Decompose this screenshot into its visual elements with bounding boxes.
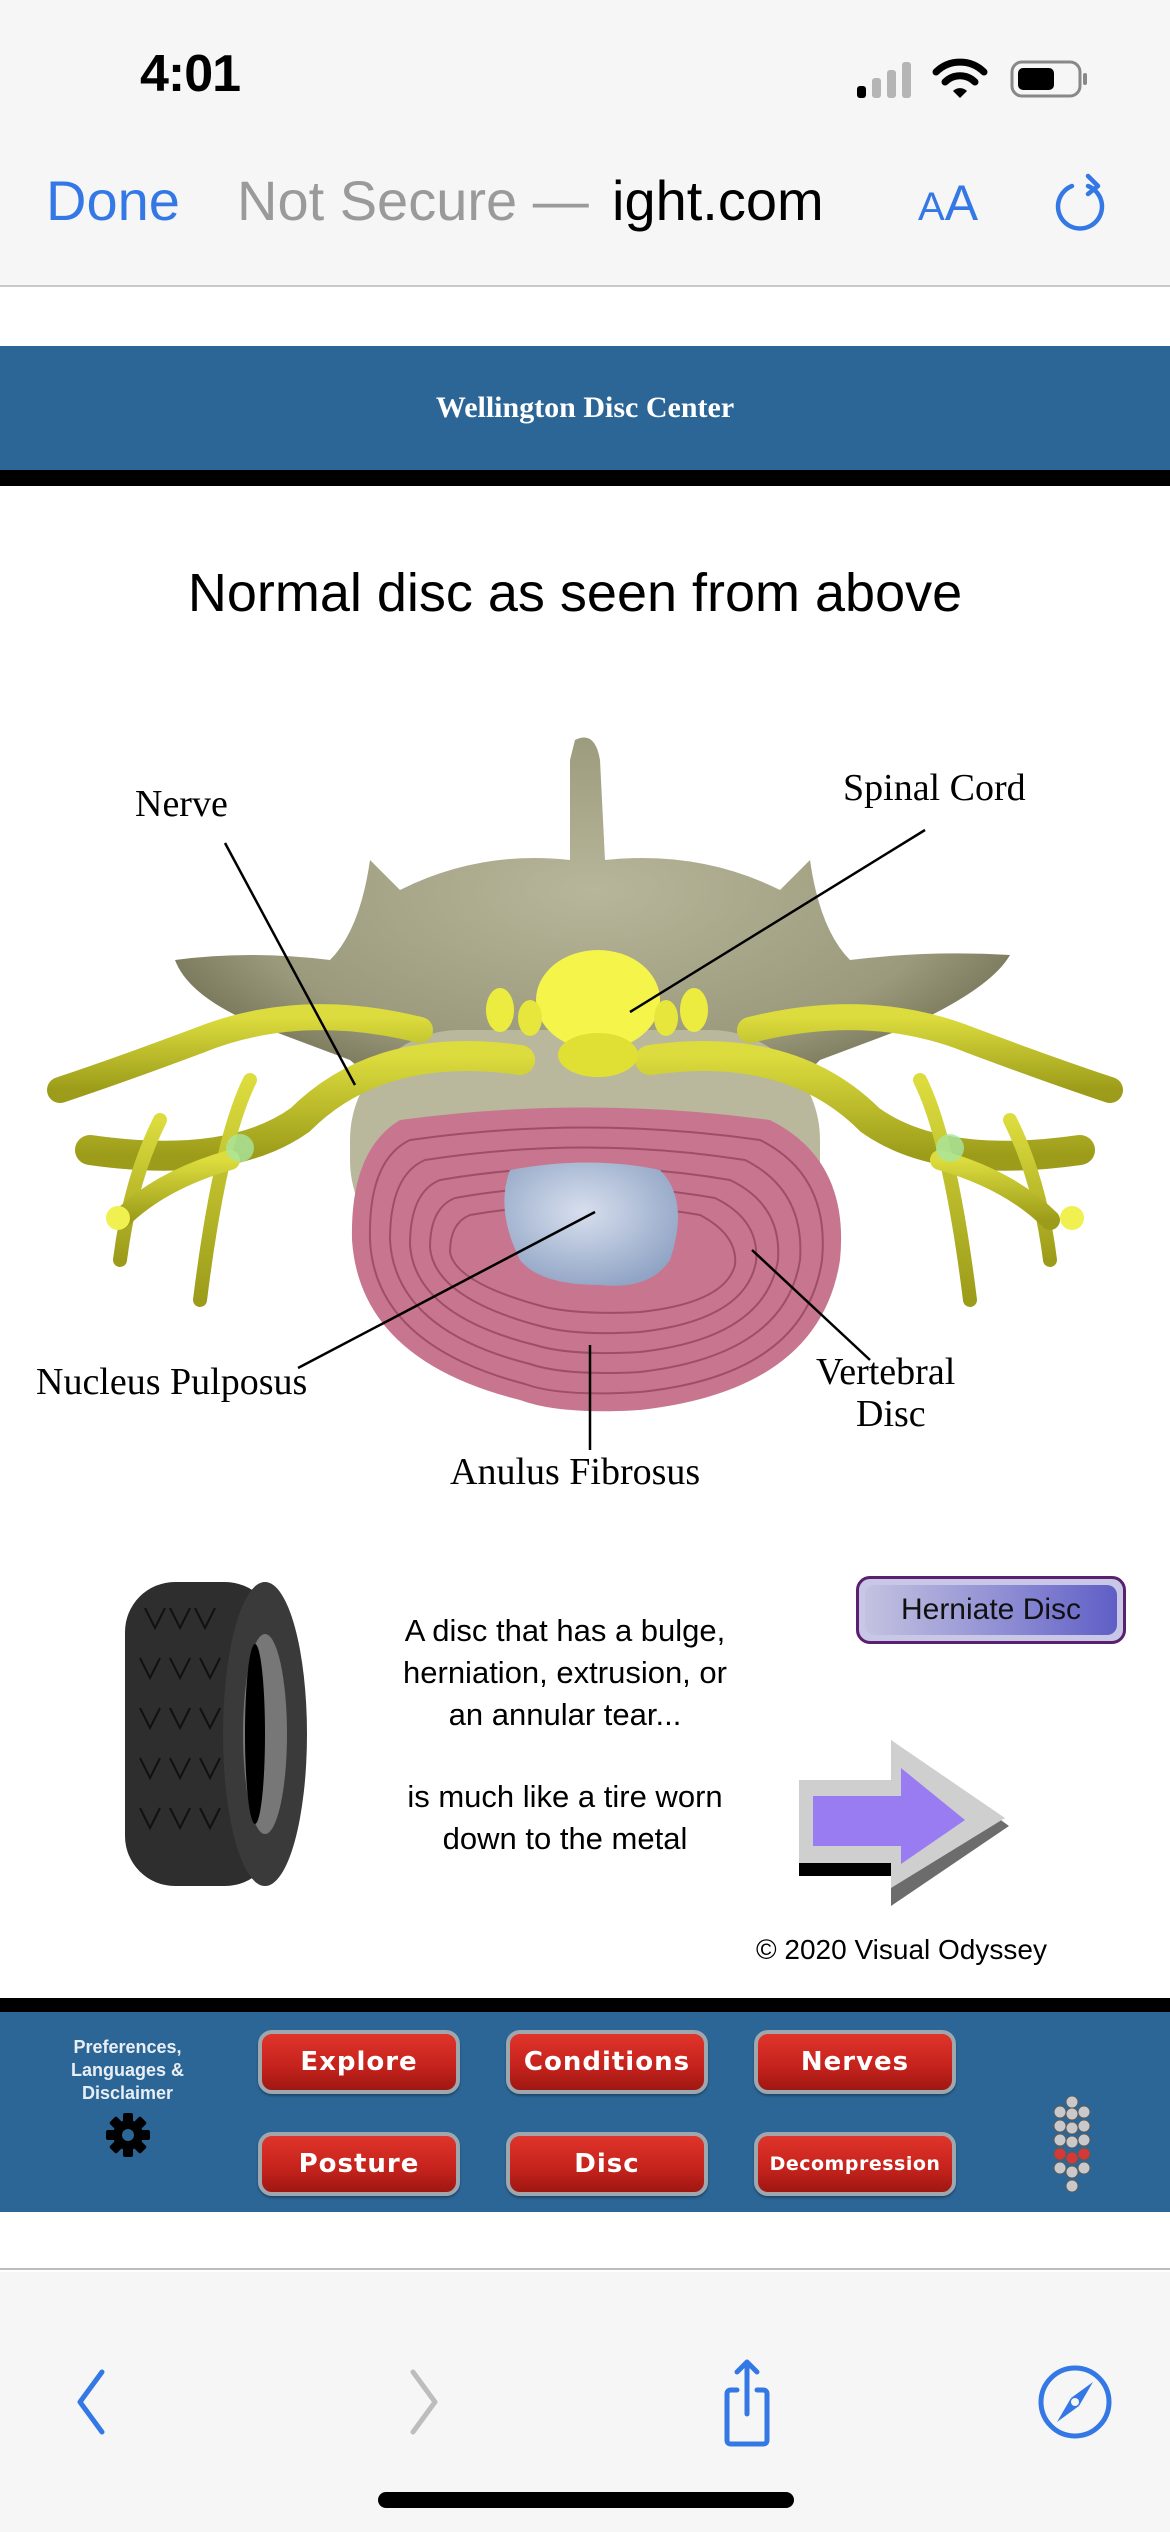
cellular-signal-icon — [857, 62, 911, 98]
vertebral-disc — [351, 1107, 842, 1412]
footer-nav: Preferences, Languages & Disclaimer Expl… — [0, 2012, 1170, 2212]
label-vertebral-disc-line2: Disc — [856, 1393, 926, 1435]
explanation-text: A disc that has a bulge, herniation, ext… — [403, 1613, 727, 1856]
spine-icon[interactable] — [1050, 2094, 1094, 2198]
footer-divider — [0, 1998, 1170, 2012]
page-title: Normal disc as seen from above — [187, 563, 963, 623]
nerve-left — [47, 1004, 535, 1307]
nerve-right — [635, 1004, 1123, 1307]
nerve-highlight-left — [226, 1134, 254, 1162]
security-status: Not Secure — — [237, 169, 589, 232]
label-nerve: Nerve — [135, 783, 228, 825]
url-host[interactable]: ight.com — [612, 169, 824, 232]
compass-icon[interactable] — [1035, 2352, 1115, 2452]
reload-icon[interactable] — [1050, 168, 1110, 238]
disc-illustration — [47, 737, 1123, 1450]
preferences-button[interactable]: Preferences, Languages & Disclaimer — [40, 2036, 215, 2159]
leader-lines — [223, 828, 926, 1450]
nerve-end-left — [106, 1206, 130, 1230]
herniate-disc-button[interactable]: Herniate Disc — [856, 1576, 1126, 1644]
tire-icon — [125, 1582, 307, 1886]
nav-decompression-button[interactable]: Decompression — [754, 2132, 956, 2196]
disc-diagram: Nerve Spinal Cord Nucleus Pulposus Verte… — [0, 700, 1170, 1520]
nucleus-pulposus — [504, 1162, 678, 1286]
label-nucleus-pulposus: Nucleus Pulposus — [36, 1361, 308, 1403]
copyright: © 2020 Visual Odyssey — [756, 1934, 1047, 1965]
nav-nerves-button[interactable]: Nerves — [754, 2030, 956, 2094]
spinal-cord — [486, 950, 708, 1077]
gear-icon — [105, 2113, 150, 2157]
browser-bottom-toolbar — [0, 2272, 1170, 2532]
nerve-end-right — [1060, 1206, 1084, 1230]
label-anulus-fibrosus: Anulus Fibrosus — [450, 1451, 701, 1493]
chevron-right-icon[interactable] — [385, 2352, 465, 2452]
page-bottom-spacer — [0, 2212, 1170, 2270]
nav-conditions-button[interactable]: Conditions — [506, 2030, 708, 2094]
nav-explore-button[interactable]: Explore — [258, 2030, 460, 2094]
nav-posture-button[interactable]: Posture — [258, 2132, 460, 2196]
address-bar[interactable]: Done Not Secure — ight.com AA — [0, 150, 1170, 250]
site-title: Wellington Disc Center — [435, 391, 735, 424]
label-spinal-cord: Spinal Cord — [843, 767, 1026, 809]
share-icon[interactable] — [707, 2352, 787, 2452]
status-time: 4:01 — [140, 45, 241, 103]
header-divider — [0, 470, 1170, 486]
nav-disc-button[interactable]: Disc — [506, 2132, 708, 2196]
nerve-highlight-right — [936, 1134, 964, 1162]
battery-icon — [1010, 60, 1087, 98]
label-vertebral-disc-line1: Vertebral — [816, 1351, 956, 1393]
reader-settings-button[interactable]: AA — [918, 175, 979, 231]
home-indicator — [378, 2492, 794, 2508]
browser-top-bar: 4:01 Done Not Secure — ight.com AA — [0, 0, 1170, 287]
wifi-icon — [932, 58, 988, 98]
site-header: Wellington Disc Center — [0, 346, 1170, 470]
chevron-left-icon[interactable] — [50, 2352, 130, 2452]
done-button[interactable]: Done — [46, 169, 180, 232]
next-arrow-icon[interactable] — [795, 1738, 1015, 1908]
